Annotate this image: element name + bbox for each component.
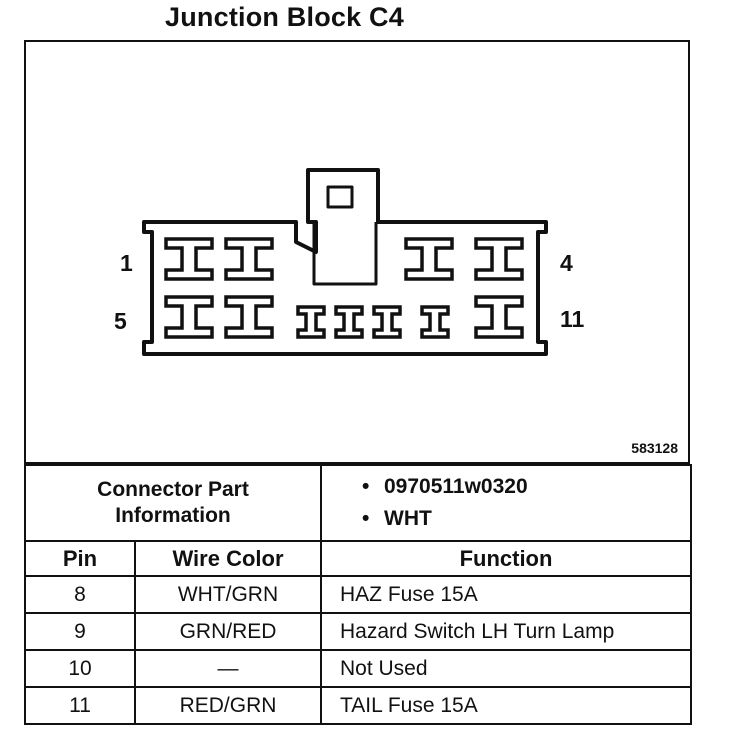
table-row: 10 — Not Used — [24, 649, 692, 688]
wire-color-cell: — — [134, 649, 322, 688]
pin-cell: 8 — [24, 575, 136, 614]
function-cell: Hazard Switch LH Turn Lamp — [320, 612, 692, 651]
table-row: 9 GRN/RED Hazard Switch LH Turn Lamp — [24, 612, 692, 651]
pin-cell: 11 — [24, 686, 136, 725]
part-number-text: 0970511w0320 — [384, 475, 528, 498]
header-wire-color: Wire Color — [134, 540, 322, 577]
connector-info-table: Connector Part Information •0970511w0320… — [24, 464, 692, 725]
table-row: 8 WHT/GRN HAZ Fuse 15A — [24, 575, 692, 614]
function-cell: TAIL Fuse 15A — [320, 686, 692, 725]
connector-color: •WHT — [362, 507, 432, 530]
connector-part-label: Connector Part Information — [24, 464, 322, 542]
function-cell: Not Used — [320, 649, 692, 688]
connector-part-number: •0970511w0320 — [362, 475, 528, 498]
wire-color-cell: GRN/RED — [134, 612, 322, 651]
table-row: 11 RED/GRN TAIL Fuse 15A — [24, 686, 692, 725]
connector-part-label-line1: Connector Part — [97, 478, 249, 501]
table-header-row: Pin Wire Color Function — [24, 540, 692, 577]
wire-color-cell: RED/GRN — [134, 686, 322, 725]
connector-diagram: 1 4 5 11 583128 — [24, 40, 690, 464]
pin-label-1: 1 — [120, 250, 133, 276]
pin-cell: 10 — [24, 649, 136, 688]
pin-cell: 9 — [24, 612, 136, 651]
diagram-title: Junction Block C4 — [165, 2, 404, 32]
figure-id: 583128 — [631, 440, 678, 456]
pin-label-4: 4 — [560, 250, 573, 276]
connector-part-label-line2: Information — [115, 504, 231, 527]
connector-part-row: Connector Part Information •0970511w0320… — [24, 464, 692, 542]
header-function: Function — [320, 540, 692, 577]
function-cell: HAZ Fuse 15A — [320, 575, 692, 614]
wire-color-cell: WHT/GRN — [134, 575, 322, 614]
connector-part-values: •0970511w0320 •WHT — [320, 464, 692, 542]
terminal-cavities — [164, 237, 524, 339]
header-pin: Pin — [24, 540, 136, 577]
connector-color-text: WHT — [384, 507, 432, 530]
connector-face-drawing — [142, 168, 548, 356]
pin-label-11: 11 — [560, 306, 585, 332]
pin-label-5: 5 — [114, 308, 127, 334]
